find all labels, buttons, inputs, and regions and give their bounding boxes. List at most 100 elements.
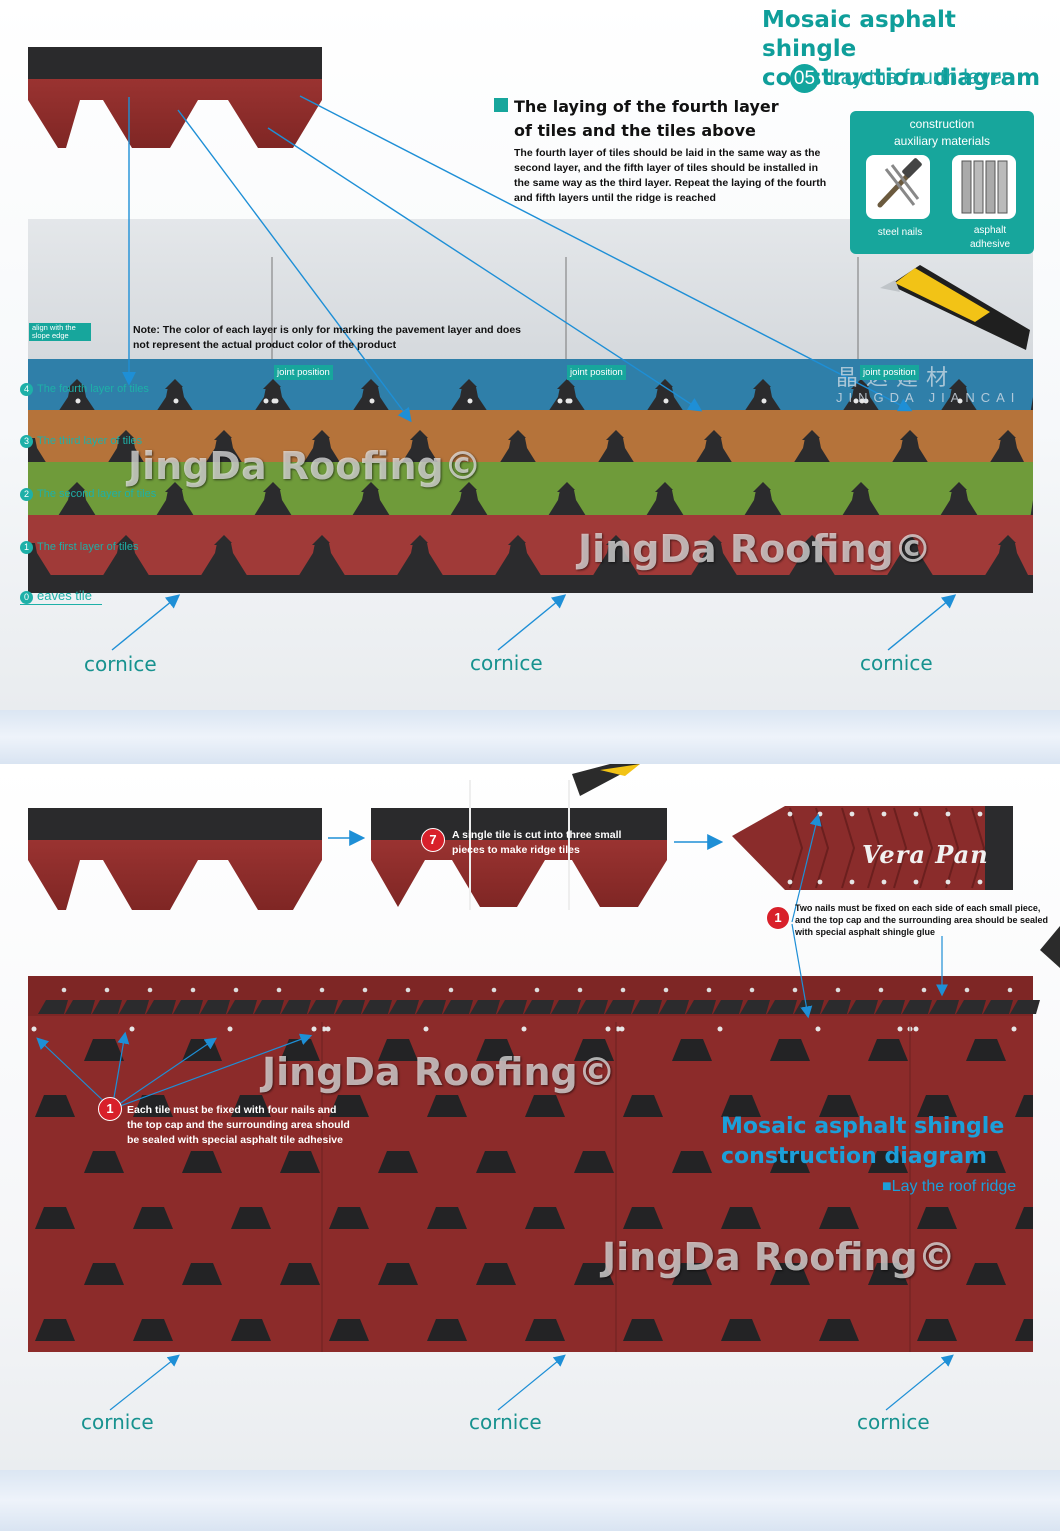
- ridge-nail: [835, 987, 841, 993]
- nail-dot: [815, 1026, 821, 1032]
- tile-gap: [84, 1039, 124, 1061]
- tab-gap: [67, 482, 87, 492]
- layer-first-tab: [231, 543, 315, 585]
- nail-dot: [227, 1026, 233, 1032]
- ridge-piece-edge: [789, 807, 804, 889]
- tab-gap: [263, 482, 283, 492]
- panel-fourth-layer: Mosaic asphalt shingle construction diag…: [0, 0, 1060, 710]
- tile-gap: [574, 1039, 614, 1061]
- step7-text: A single tile is cut into three small pi…: [452, 828, 662, 858]
- tile-gap: [868, 1263, 908, 1285]
- desc-line: second layer, and the fifth layer of til…: [514, 162, 818, 174]
- layer-first-tab: [427, 543, 511, 585]
- tile-gap: [672, 1263, 712, 1285]
- section-title-line-1: The laying of the fourth layer: [514, 97, 779, 116]
- panel-roof-ridge: 7 A single tile is cut into three small …: [0, 764, 1060, 1470]
- tile-gap: [427, 1207, 467, 1229]
- ridge-cap-piece: [308, 1000, 338, 1014]
- layer-label-text: eaves tile: [37, 588, 92, 603]
- tile-gap: [525, 1207, 565, 1229]
- ridge-cap-piece: [389, 1000, 419, 1014]
- tile-gap: [476, 1151, 516, 1173]
- aux-title-line-2: auxiliary materials: [893, 134, 991, 148]
- ridge-tile-stack: [732, 806, 1013, 890]
- ridge-nail: [849, 811, 855, 817]
- layer-number-badge: 1: [20, 541, 33, 554]
- ridge-nail: [817, 811, 823, 817]
- tile-gap: [1015, 1207, 1033, 1229]
- panel2-subtitle: ■Lay the roof ridge: [882, 1178, 1017, 1195]
- nail-note-line-3: be sealed with special asphalt tile adhe…: [127, 1134, 343, 1146]
- tile-gap: [378, 1039, 418, 1061]
- ridge-roof-pattern: [28, 976, 1040, 1352]
- desc-line: and fifth layers until the ridge is reac…: [514, 192, 716, 204]
- layer-first-tab: [819, 543, 903, 585]
- tile-gap: [476, 1263, 516, 1285]
- section-title: The laying of the fourth layer of tiles …: [514, 95, 844, 143]
- tab-gap: [753, 379, 773, 389]
- desc-line: the same way as the third layer. Repeat …: [514, 177, 827, 189]
- ridge-cap-piece: [362, 1000, 392, 1014]
- cornice-label: cornice: [84, 652, 157, 676]
- ridge-nail: [577, 987, 583, 993]
- tab-gap: [116, 535, 136, 545]
- note-line-2: not represent the actual product color o…: [133, 339, 397, 351]
- tab-gap: [410, 430, 430, 440]
- tile-gap: [525, 1095, 565, 1117]
- ridge-nail: [276, 987, 282, 993]
- separator-band: [0, 1470, 1060, 1531]
- ridge-piece-edge: [867, 807, 882, 889]
- section-bullet-icon: [494, 98, 508, 112]
- nail-dot: [619, 1026, 625, 1032]
- tile-gap: [378, 1263, 418, 1285]
- ridge-piece-edge: [971, 807, 986, 889]
- tab-gap: [67, 379, 87, 389]
- section-description: The fourth layer of tiles should be laid…: [514, 146, 844, 206]
- tile-gap: [525, 1319, 565, 1341]
- nail-dot: [423, 1026, 429, 1032]
- tile-gap: [917, 1095, 957, 1117]
- panel2-diagram: [28, 764, 1060, 1411]
- ridge-nail: [817, 879, 823, 885]
- tab-gap: [802, 430, 822, 440]
- tile-gap: [427, 1095, 467, 1117]
- ridge-nail: [787, 811, 793, 817]
- ridge-piece-edge: [893, 807, 908, 889]
- layer-first-tab: [133, 543, 217, 585]
- tab-gap: [998, 430, 1018, 440]
- nail-dot: [663, 398, 669, 404]
- vera-pan-watermark: Vera Pan: [862, 840, 989, 869]
- tab-gap: [361, 379, 381, 389]
- ridge-nail: [945, 879, 951, 885]
- tab-gap: [312, 535, 332, 545]
- ridge-cap-piece: [470, 1000, 500, 1014]
- ridge-nail: [1007, 987, 1013, 993]
- tab-gap: [312, 430, 332, 440]
- tab-gap: [263, 379, 283, 389]
- tile-gap: [231, 1095, 271, 1117]
- tab-gap: [508, 535, 528, 545]
- steel-nails-label: steel nails: [877, 227, 923, 238]
- ridge-note-line-3: with special asphalt shingle glue: [795, 927, 936, 937]
- ridge-nail: [792, 987, 798, 993]
- ridge-nail: [878, 987, 884, 993]
- joint-position-tag: joint position: [274, 365, 333, 380]
- tile-gap: [623, 1319, 663, 1341]
- ridge-cap-piece: [65, 1000, 95, 1014]
- ridge-cap-piece: [902, 1000, 932, 1014]
- ridge-cap-piece: [659, 1000, 689, 1014]
- ridge-cap-piece: [146, 1000, 176, 1014]
- ridge-cap-piece: [821, 1000, 851, 1014]
- watermark-text: JingDa Roofing©: [262, 1050, 616, 1094]
- ridge-cap-piece: [848, 1000, 878, 1014]
- color-note: Note: The color of each layer is only fo…: [133, 323, 521, 353]
- nail-dot: [863, 398, 869, 404]
- layer-number-badge: 2: [20, 488, 33, 501]
- nail-dot: [761, 398, 767, 404]
- tile-gap: [819, 1319, 859, 1341]
- layer-first-strip: [28, 515, 1033, 543]
- tab-gap: [116, 430, 136, 440]
